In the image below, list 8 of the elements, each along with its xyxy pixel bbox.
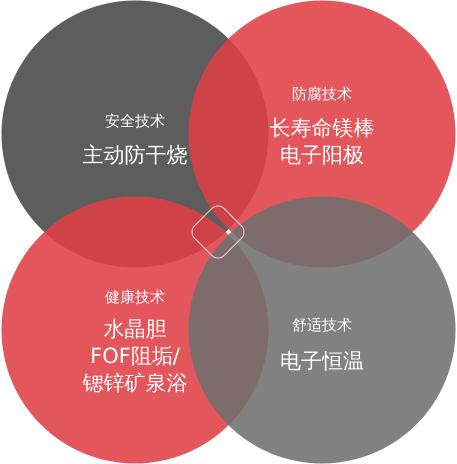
feature-text: 电子恒温 — [280, 348, 364, 375]
heading: 健康技术 — [105, 288, 165, 307]
feature-text: 主动防干烧 — [82, 142, 188, 169]
feature-text: 水晶胆FOF阻垢/锶锌矿泉浴 — [82, 316, 188, 397]
heading: 舒适技术 — [292, 316, 352, 335]
feature-text: 长寿命镁棒电子阳极 — [270, 115, 374, 169]
heading: 防腐技术 — [292, 85, 352, 104]
heading: 安全技术 — [105, 112, 165, 131]
